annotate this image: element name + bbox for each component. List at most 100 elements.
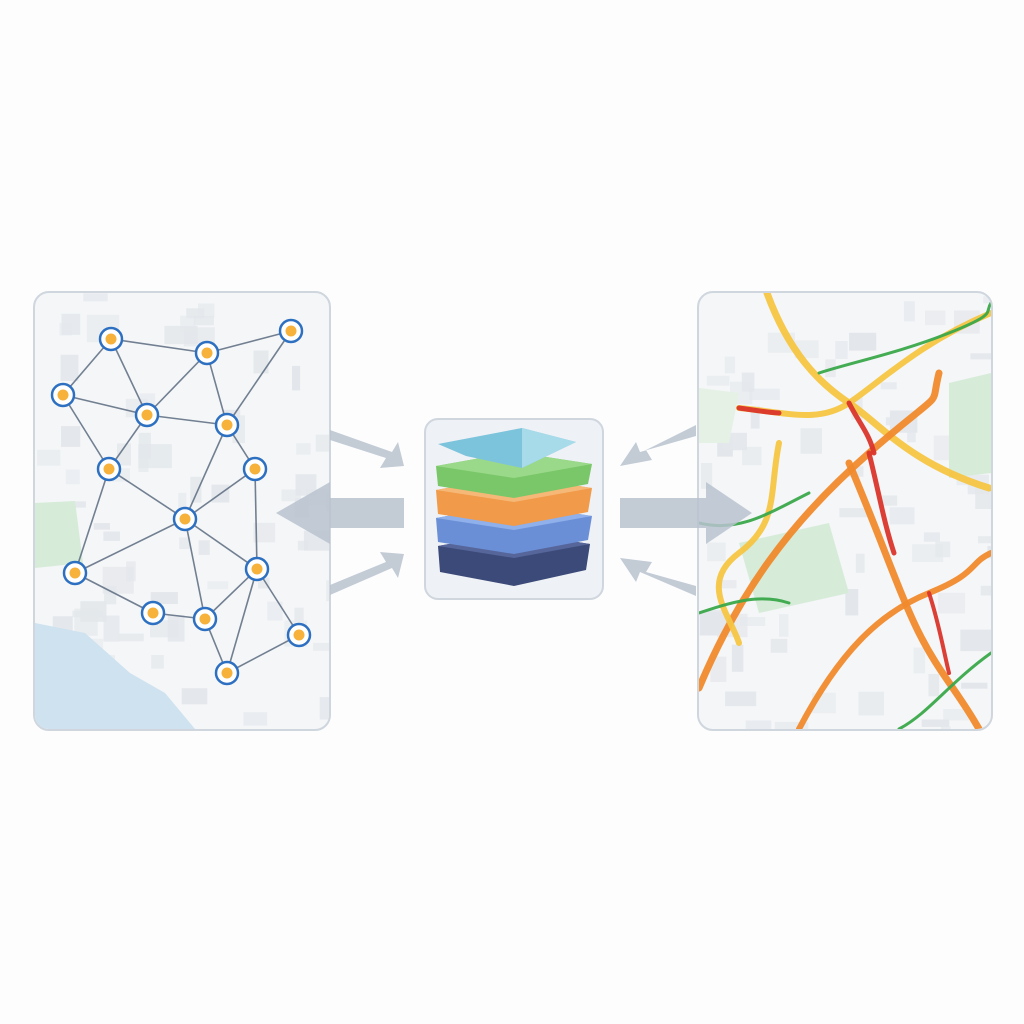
map-block (83, 293, 108, 302)
location-node-icon (286, 622, 312, 648)
map-block (710, 656, 727, 682)
node-core (57, 389, 69, 401)
node-core (105, 333, 117, 345)
location-node-icon (62, 560, 88, 586)
graph-edge (62, 394, 110, 470)
graph-edge (74, 572, 154, 614)
node-core (285, 325, 297, 337)
traffic-road (927, 591, 951, 675)
map-block (849, 332, 877, 351)
map-block (701, 463, 713, 489)
map-block (326, 580, 329, 602)
map-block (181, 688, 208, 705)
map-block (923, 532, 940, 542)
node-core (179, 513, 191, 525)
map-block (960, 629, 991, 652)
graph-edge (226, 330, 292, 426)
graph-edge (184, 468, 256, 520)
map-block (978, 536, 991, 544)
map-block (297, 540, 309, 551)
arrow-left-lower (330, 552, 404, 595)
map-block (253, 350, 269, 374)
map-block (882, 495, 898, 506)
map-block (928, 674, 940, 697)
park-area (35, 501, 83, 568)
location-node-icon (140, 600, 166, 626)
map-block (37, 449, 61, 466)
map-block (707, 542, 726, 562)
graph-edge (62, 394, 148, 416)
traffic-road (699, 597, 791, 615)
graph-edge (184, 424, 228, 520)
map-block (921, 719, 950, 727)
node-core (251, 563, 263, 575)
map-block (724, 356, 736, 374)
location-node-icon (50, 382, 76, 408)
map-block (699, 612, 729, 636)
map-block (296, 443, 311, 455)
traffic-road (866, 450, 897, 556)
map-block (889, 507, 915, 525)
map-block (858, 691, 884, 716)
graph-map-canvas (35, 293, 329, 729)
park-area (739, 523, 849, 613)
traffic-road (699, 369, 943, 692)
map-block (60, 354, 79, 381)
map-block (745, 720, 772, 729)
graph-edge (146, 352, 208, 416)
map-block (742, 446, 762, 466)
location-node-icon (242, 456, 268, 482)
map-block (61, 426, 81, 447)
map-block (725, 691, 757, 707)
map-block (292, 365, 301, 391)
map-block (835, 341, 848, 359)
map-block (706, 375, 730, 386)
map-block (207, 581, 229, 590)
graph-map-panel (33, 291, 331, 731)
layer-top-facet (522, 428, 576, 468)
map-block (961, 682, 988, 689)
map-block (253, 522, 276, 543)
map-block (774, 721, 809, 729)
map-block (186, 308, 205, 319)
layered-model-box (424, 418, 604, 600)
map-block (67, 501, 86, 508)
graph-edge (146, 414, 228, 426)
graph-edge (62, 338, 112, 396)
map-block (750, 406, 760, 429)
map-block (150, 592, 178, 604)
location-node-icon (244, 556, 270, 582)
map-block (731, 644, 744, 672)
graph-edge (108, 468, 186, 520)
map-block (198, 540, 210, 555)
map-block (190, 476, 202, 503)
map-block (855, 553, 865, 573)
graph-edge (226, 634, 300, 674)
node-core (249, 463, 261, 475)
layered-model-icon (436, 428, 592, 586)
map-block (150, 620, 179, 638)
location-node-icon (134, 402, 160, 428)
node-core (147, 607, 159, 619)
map-block (193, 315, 214, 326)
traffic-map-canvas (699, 293, 991, 729)
location-node-icon (96, 456, 122, 482)
map-block (907, 415, 916, 443)
map-block (935, 541, 951, 558)
map-block (741, 372, 755, 392)
map-block (118, 633, 144, 642)
graph-edge (110, 338, 208, 354)
map-block (717, 580, 737, 589)
map-block (980, 585, 991, 596)
park-area (949, 373, 991, 478)
traffic-road (796, 550, 991, 729)
map-block (103, 615, 120, 642)
graph-edge (256, 568, 300, 636)
map-block (93, 523, 110, 530)
map-block (306, 489, 329, 505)
map-block (267, 601, 283, 621)
map-block (938, 592, 966, 614)
graph-edge (184, 518, 258, 570)
traffic-map-panel (697, 291, 993, 731)
node-core (141, 409, 153, 421)
